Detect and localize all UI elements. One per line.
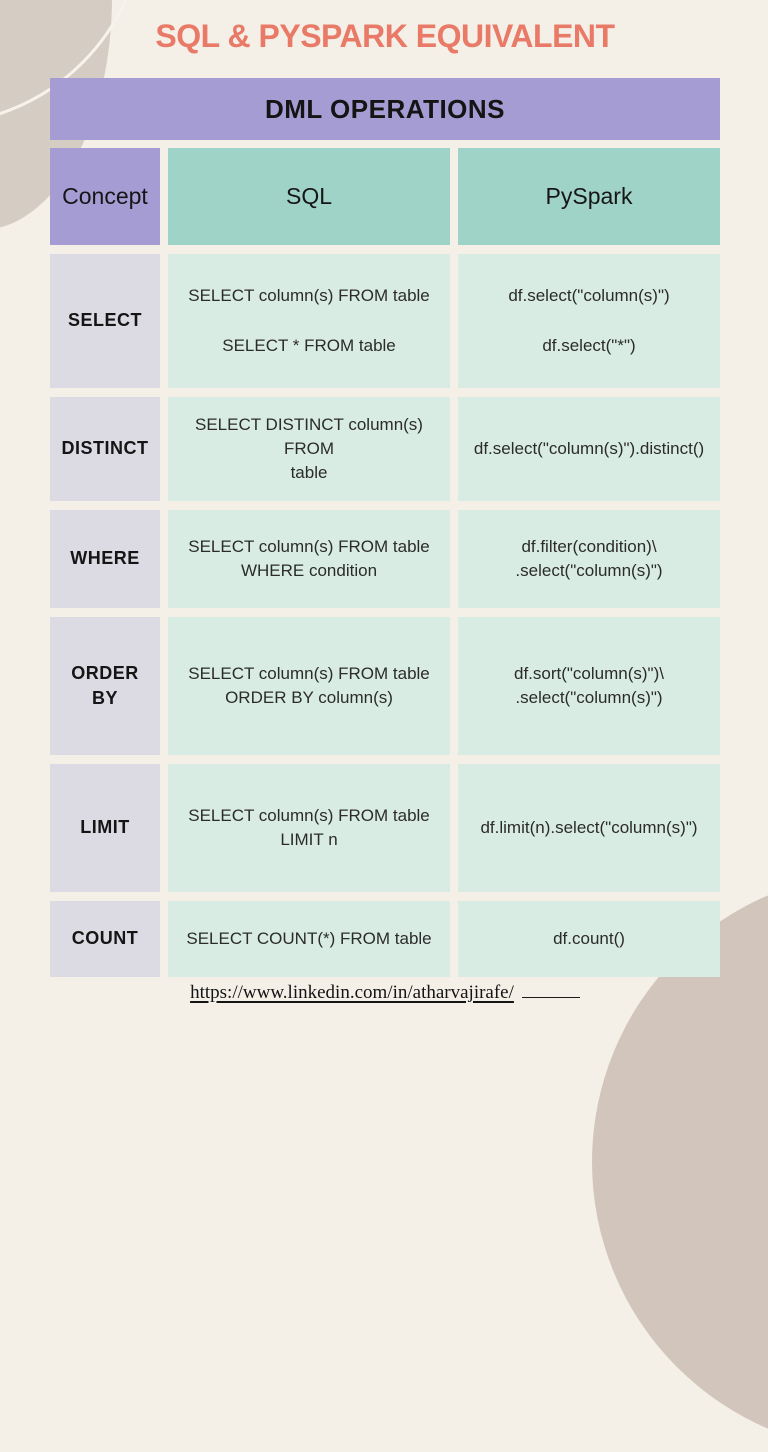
pyspark-cell: df.select("column(s)").distinct() (458, 397, 720, 501)
concept-cell: COUNT (50, 901, 160, 977)
cell-line: df.filter(condition)\ (521, 537, 657, 557)
pyspark-cell: df.select("column(s)") df.select("*") (458, 254, 720, 388)
cell-line: SELECT (67, 310, 142, 331)
cell-line: SELECT column(s) FROM table (188, 537, 430, 557)
concept-cell: DISTINCT (50, 397, 160, 501)
table-row: LIMIT SELECT column(s) FROM table LIMIT n… (50, 764, 720, 892)
cell-line: COUNT (71, 928, 139, 949)
header-pyspark: PySpark (458, 148, 720, 245)
cell-line: ORDER BY column(s) (225, 688, 393, 707)
cell-line: LIMIT (80, 817, 130, 838)
cell-line: .select("column(s)") (515, 688, 663, 707)
footer: https://www.linkedin.com/in/atharvajiraf… (50, 982, 720, 1004)
cell-line: WHERE (70, 548, 140, 569)
sql-cell: SELECT DISTINCT column(s) FROM table (168, 397, 450, 501)
pyspark-cell: df.count() (458, 901, 720, 977)
sql-cell: SELECT COUNT(*) FROM table (168, 901, 450, 977)
table-row: DISTINCT SELECT DISTINCT column(s) FROM ta… (50, 397, 720, 501)
cell-line: df.select("column(s)") (508, 286, 670, 306)
cell-line: df.select("column(s)").distinct() (473, 439, 705, 459)
table-row: COUNT SELECT COUNT(*) FROM table df.count(… (50, 901, 720, 977)
cell-line: SELECT column(s) FROM table (188, 286, 430, 306)
footer-link[interactable]: https://www.linkedin.com/in/atharvajiraf… (190, 982, 514, 1003)
footer-underline (521, 994, 580, 998)
cell-line: df.sort("column(s)")\ (514, 664, 664, 684)
sql-cell: SELECT column(s) FROM table LIMIT n (168, 764, 450, 892)
cell-line: SELECT DISTINCT column(s) FROM (195, 415, 423, 459)
concept-cell: WHERE (50, 510, 160, 608)
concept-cell: SELECT (50, 254, 160, 388)
concept-cell: LIMIT (50, 764, 160, 892)
table-header-row: Concept SQL PySpark (50, 148, 720, 245)
cell-line: WHERE condition (240, 561, 378, 580)
cell-line: SELECT column(s) FROM table (188, 664, 430, 684)
cell-line: SELECT * FROM table (222, 336, 396, 355)
pyspark-cell: df.limit(n).select("column(s)") (458, 764, 720, 892)
cell-line: DISTINCT (61, 438, 149, 459)
page-title: SQL & PYSPARK EQUIVALENT (155, 18, 615, 54)
concept-cell: ORDER BY (50, 617, 160, 755)
cell-line: df.limit(n).select("column(s)") (480, 818, 698, 838)
cell-line: .select("column(s)") (515, 561, 663, 580)
cell-line: SELECT column(s) FROM table LIMIT n (188, 806, 430, 849)
table-title: DML OPERATIONS (264, 93, 506, 124)
cell-line: SELECT COUNT(*) FROM table (186, 929, 432, 949)
pyspark-cell: df.filter(condition)\ .select("column(s)"… (458, 510, 720, 608)
equivalence-table: Concept SQL PySpark SELECT SELECT column(… (50, 148, 720, 986)
table-title-banner: DML OPERATIONS (50, 78, 720, 140)
cell-line: df.count() (553, 929, 625, 949)
cell-line: table (290, 462, 328, 482)
cell-line: df.select("*") (542, 336, 636, 355)
header-sql: SQL (168, 148, 450, 245)
cell-line: ORDER BY (71, 662, 139, 708)
pyspark-cell: df.sort("column(s)")\ .select("column(s)"… (458, 617, 720, 755)
header-concept: Concept (50, 148, 160, 245)
